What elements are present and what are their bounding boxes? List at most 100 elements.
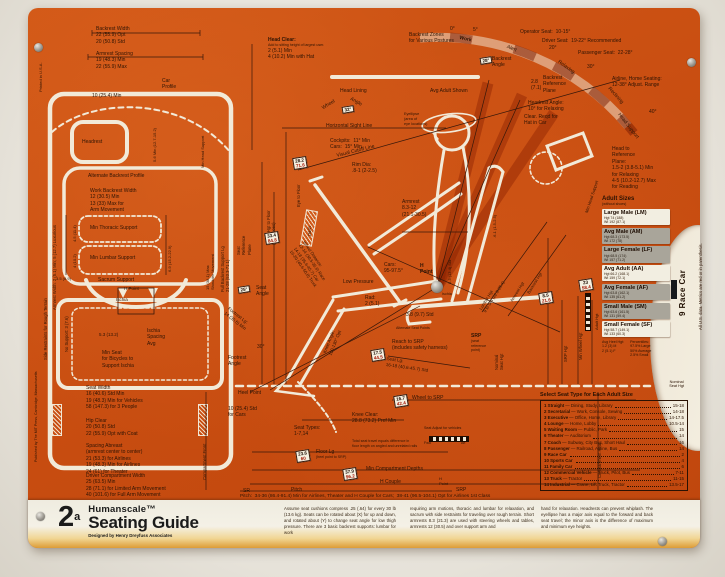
annotation-label: 10 (25.4) Std for Cars: [228, 406, 257, 419]
annotation-label: Backrest Width 22 (55.9) Opt 20 (50.8) S…: [96, 26, 130, 45]
adult-height-ruler: [585, 293, 591, 331]
annotation-label: Rim Dia: .8-1 (2-2.5): [352, 162, 377, 175]
annotation-label: Backrest Reference Plane: [543, 75, 567, 94]
annotation-label: SR: [243, 488, 250, 494]
annotation-label: Driver Compartment Width 25 (63.5) Min 2…: [86, 473, 166, 499]
annotation-label: Seat Adjust for vehicles: [424, 426, 462, 430]
annotation-label: Ischia: [442, 292, 452, 296]
percentiles-note: Percentiles: 97.5% Large 50% Average 2.5…: [630, 339, 652, 358]
annotation-label: Cockpits: 11° Min Cars: 15° Min: [330, 138, 370, 151]
annotation-label: Armrest 8.3-12 (21.1-30.5): [402, 199, 427, 218]
footer-strip: [28, 500, 700, 548]
brand-name: Humanscale™: [88, 504, 156, 515]
adult-size-row: Avg Male (AM)Hgt 68.3 (173.5)Wt 172 (78): [602, 227, 670, 244]
annotation-label: Min Head Support: [200, 135, 205, 168]
annotation-label: SRP Hgt: [563, 345, 568, 362]
rivet-top-left: [34, 43, 43, 52]
annotation-label: Eyellipse (area of eye locations): [404, 112, 428, 126]
annotation-label: Aft: [461, 441, 466, 445]
adult-sizes-panel: Adult Sizes (without shoes) Large Male (…: [602, 196, 672, 358]
annotation-label: All U.S. data. Metrics are red or in par…: [698, 243, 703, 330]
annotation-label: (seat reference point): [471, 339, 487, 353]
annotation-label: Wheel to SRP: [412, 395, 444, 401]
annotation-label: Headrest Angle: 10° for Relaxing: [528, 100, 564, 113]
annotation-label: Seat Types: 1-7,14: [294, 425, 321, 438]
dial-selected-seat-type[interactable]: 9 Race Car: [678, 269, 687, 316]
annotation-label: 0°: [450, 26, 455, 32]
annotation-label: Heel Point: [238, 390, 262, 396]
annotation-label: Side Restraints for Rough Terrain: [43, 298, 48, 360]
annotation-label: 20°: [549, 45, 557, 51]
adult-size-row: Avg Adult (AA)Hgt 66.2 (168.1)Wt 159 (72…: [602, 265, 670, 282]
annotation-label: Alternate Backrest Profile: [88, 173, 145, 179]
annotation-label: 6-9 (15.2-22.9): [167, 245, 172, 272]
annotation-label: Compartment Front: [202, 443, 207, 480]
annotation-label: Eye to Floor: [296, 184, 301, 207]
annotation-label: 4.5 (11.4): [72, 225, 77, 242]
annotation-label: Low Pressure: [343, 279, 374, 285]
annotation-label: 3.5 (8.9): [56, 276, 71, 281]
annotation-label: Min Seat for Bicycles to Support Ischia: [102, 350, 134, 369]
rivet-top-right: [687, 58, 696, 67]
annotation-label: Adult Hgt: [594, 313, 599, 330]
avg-heel-height-note: Avg Heel Hgt: 1.2 (3) M 2 (5.1) F: [602, 339, 625, 353]
footer-paragraph-1: Assume seat cushions compress .25 (.64) …: [284, 506, 396, 536]
annotation-label: Published by The MIT Press, Cambridge, M…: [34, 371, 38, 462]
adult-sizes-note: (without shoes): [602, 202, 627, 206]
annotation-label: Driver Seat: 19-22° Recommended: [542, 38, 622, 44]
adult-size-row: Small Male (SM)Hgt 63.6 (161.5)Wt 131 (5…: [602, 302, 670, 319]
annotation-label: Pitch: 34-36 (86.4-91.4) Min for Airline…: [240, 494, 491, 499]
annotation-label: Seat Width 16 (40.6) Std Min 19 (48.3) M…: [86, 385, 143, 411]
annotation-label: 2 (5.1) Min 4 (10.2) Min with Hat: [268, 48, 315, 61]
annotation-label: 5.3 (13.4) Std: [447, 259, 452, 284]
annotation-label: Rad: 2 (5.1): [365, 295, 380, 308]
adult-size-row: Large Male (LM)Hgt 74 (188)Wt 192 (87.1): [602, 209, 670, 226]
annotation-label: Airline, Home Seating: 12-38° Adjust. Ra…: [612, 76, 662, 89]
annotation-label: Nominal Seat Hgt: [494, 353, 505, 370]
annotation-label: Armrest Spacing 19 (48.3) Min 22 (55.9) …: [96, 51, 133, 70]
annotation-label: Full Backrest Support Lg 21-28 (53.3-71.…: [220, 246, 231, 292]
dial-pointer-notch: [671, 280, 677, 299]
annotation-label: 5-6 Min (12.7-15.2): [152, 127, 157, 162]
annotation-label: 2.8 (7.1): [531, 79, 542, 92]
annotation-label: Spacing Abreast (armrest center to cente…: [86, 443, 143, 475]
annotation-label: Head Lining: [340, 88, 367, 94]
annotation-label: Work Backrest Width 12 (30.5) Min 13 (33…: [90, 188, 137, 214]
annotation-label: Min Thoracic Support: [90, 225, 138, 231]
annotation-label: Min Lumbar Support: [90, 255, 136, 261]
annotation-label: Horizontal Sight Line: [326, 123, 373, 129]
annotation-label: Alternate Seat Points: [396, 326, 430, 330]
annotation-label: Clear. Reqd for Hat in Car: [524, 114, 558, 127]
annotation-label: Seat Reference Plane: [236, 235, 252, 255]
seat-type-row: 12 Commercial Vehicle — Truck, Pilot, Bu…: [544, 470, 684, 476]
annotation-label: Armrest Width: 2 (5.1) Min; 5 (12.7) Lux…: [52, 225, 57, 310]
rivet-bottom-left: [36, 512, 45, 521]
annotation-label: Min Compartment Depths: [366, 466, 423, 472]
h-point-pivot-rivet[interactable]: [431, 281, 443, 293]
annotation-label: Reach to SRP (includes safety harness): [392, 339, 448, 352]
annotation-label: Passenger Seat: 22-28°: [578, 50, 633, 56]
armrest-left-hatch: [52, 404, 62, 436]
adult-sizes-header: Adult Sizes: [602, 196, 635, 202]
seat-table-title: Select Seat Type for Each Adult Size: [540, 392, 633, 398]
annotation-label: Footrest Angle: [228, 355, 247, 368]
annotation-label: 30°: [257, 344, 265, 350]
card-title: Seating Guide: [88, 513, 199, 532]
annotation-label: Compartment Rear: [597, 442, 602, 478]
annotation-label: 3.8 (9.7) Std: [406, 312, 434, 318]
adult-size-row: Small Female (SF)Hgt 58.7 (149.1)Wt 133 …: [602, 321, 670, 338]
annotation-label: Pitch: [291, 487, 303, 493]
